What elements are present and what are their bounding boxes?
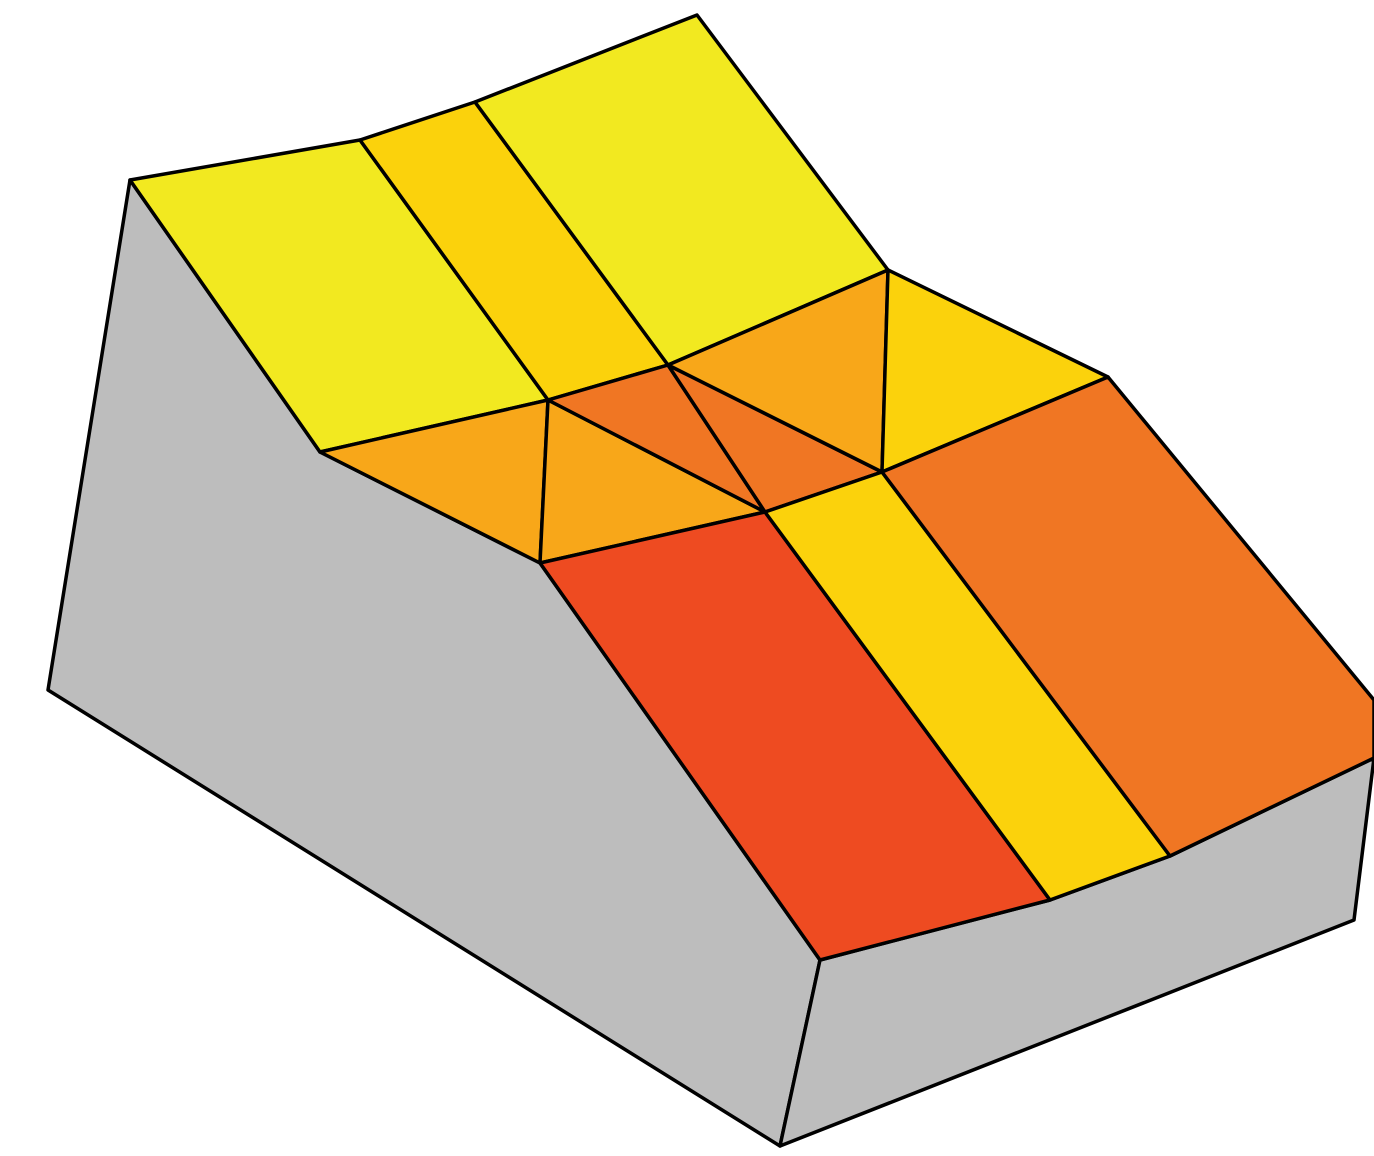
lower-right-orange-panel: [880, 375, 1374, 858]
